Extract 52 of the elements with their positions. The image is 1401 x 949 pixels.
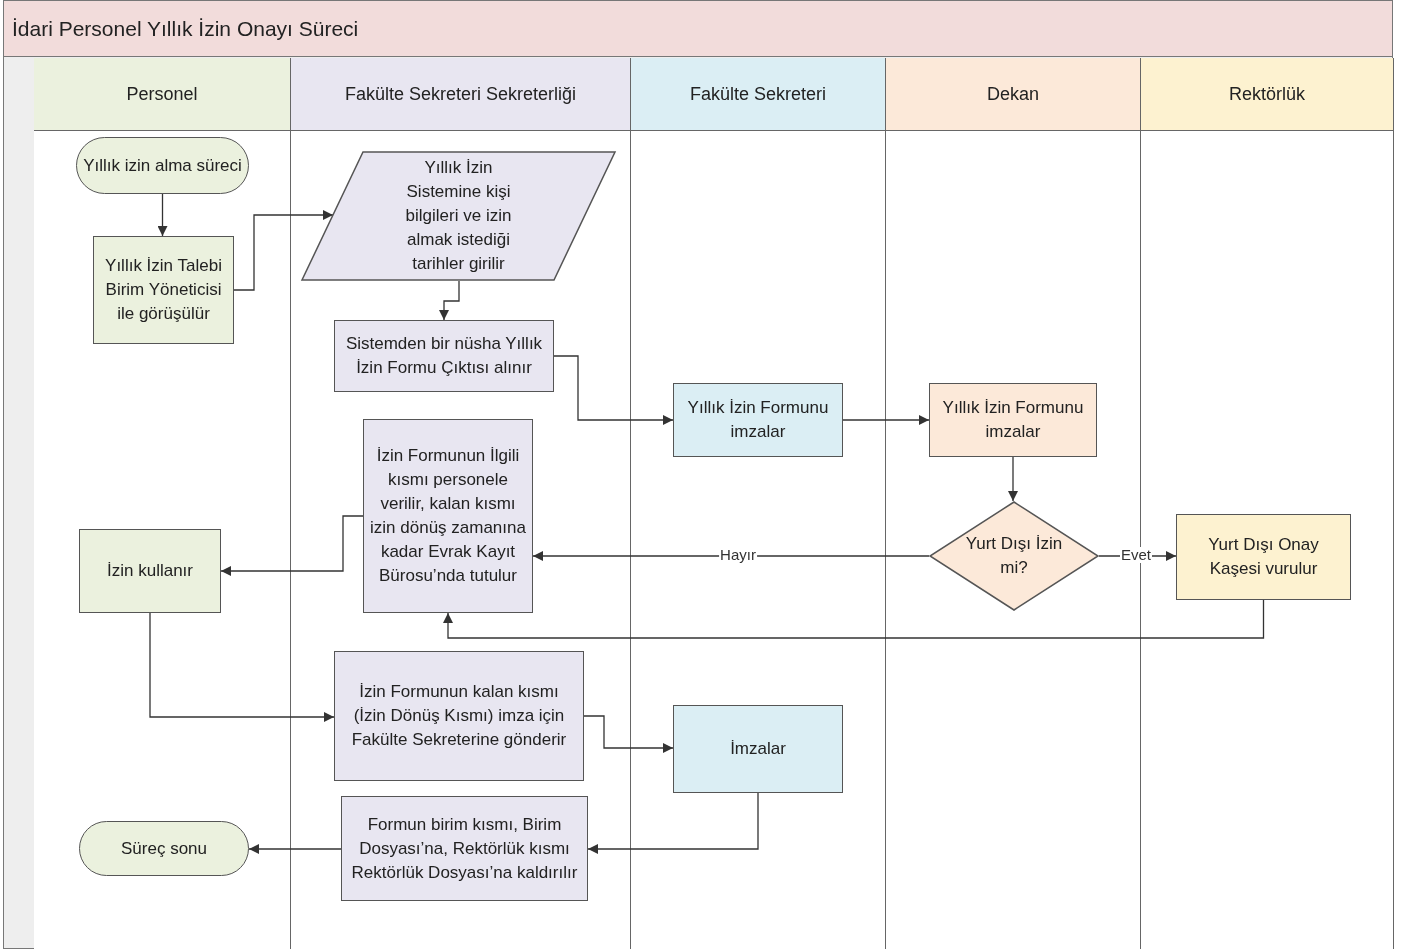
- decision-diamond: [929, 501, 1099, 611]
- step-text: İzin kullanır: [107, 560, 193, 582]
- process-box: [79, 529, 221, 613]
- arrow: [157, 193, 168, 237]
- arrow: [220, 515, 364, 576]
- lane-title: Personel: [126, 83, 198, 105]
- pool: [3, 0, 1393, 949]
- arrow: [149, 612, 335, 722]
- swimlane: [631, 58, 886, 949]
- edge-label: Hayır: [719, 547, 757, 563]
- process-box: [334, 651, 584, 781]
- step-text: Yıllık izin alma süreci: [83, 154, 242, 177]
- process-box: [1176, 514, 1351, 600]
- process-box: [363, 419, 533, 613]
- process-box: [929, 383, 1097, 457]
- step-text: Yıllık İzin Formunu imzalar: [941, 397, 1085, 443]
- step-text: Yurt Dışı Onay Kaşesi vurulur: [1207, 534, 1320, 580]
- arrow: [587, 792, 759, 854]
- arrow: [842, 415, 930, 425]
- lane-title: Fakülte Sekreteri: [689, 83, 827, 105]
- arrow: [1008, 456, 1018, 502]
- arrow: [233, 210, 334, 291]
- step-text: Süreç sonu: [121, 837, 207, 860]
- swimlane: [34, 58, 291, 949]
- process-box: [341, 796, 588, 901]
- lane-title: Dekan: [987, 83, 1039, 105]
- pool-title: İdari Personel Yıllık İzin Onayı Süreci: [12, 16, 359, 41]
- step-text: İzin Formunun kalan kısmı (İzin Dönüş Kısmı) imza için Fakülte Sekreterine gönderir: [350, 681, 568, 751]
- step-text: Formun birim kısmı, Birim Dosyası’na, Rektörlük kısmı Rektörlük Dosyası’na kaldırılır: [350, 813, 579, 884]
- process-box: [673, 705, 843, 793]
- process-box: [334, 320, 554, 392]
- data-parallelogram: [301, 151, 616, 281]
- step-text: Yıllık İzin Formunu imzalar: [686, 397, 830, 443]
- process-box: [673, 383, 843, 457]
- arrow: [583, 715, 674, 753]
- arrow: [443, 599, 1265, 639]
- arrow: [553, 355, 674, 425]
- edge-label: Evet: [1120, 547, 1152, 563]
- lane-title: Rektörlük: [1229, 83, 1305, 105]
- arrow: [532, 551, 930, 561]
- step-text: İmzalar: [730, 738, 786, 760]
- arrow: [439, 280, 460, 321]
- step-text: Yıllık İzin Sistemine kişi bilgileri ve izin almak istediği tarihler girilir: [404, 157, 513, 275]
- terminal-shape: [76, 137, 249, 194]
- step-text: Yurt Dışı İzin mi?: [964, 533, 1064, 579]
- arrow: [248, 844, 342, 854]
- process-box: [93, 236, 234, 344]
- step-text: Sistemden bir nüsha Yıllık İzin Formu Çıktısı alınır: [344, 333, 544, 379]
- step-text: İzin Formunun İlgili kısmı personele verilir, kalan kısmı izin dönüş zamanına kadar Evrak Kayıt Bürosu’nda tutulur: [370, 445, 526, 587]
- step-text: Yıllık İzin Talebi Birim Yöneticisi ile görüşülür: [104, 255, 223, 325]
- swimlane: [291, 58, 631, 949]
- lane-title: Fakülte Sekreteri Sekreterliği: [344, 83, 577, 105]
